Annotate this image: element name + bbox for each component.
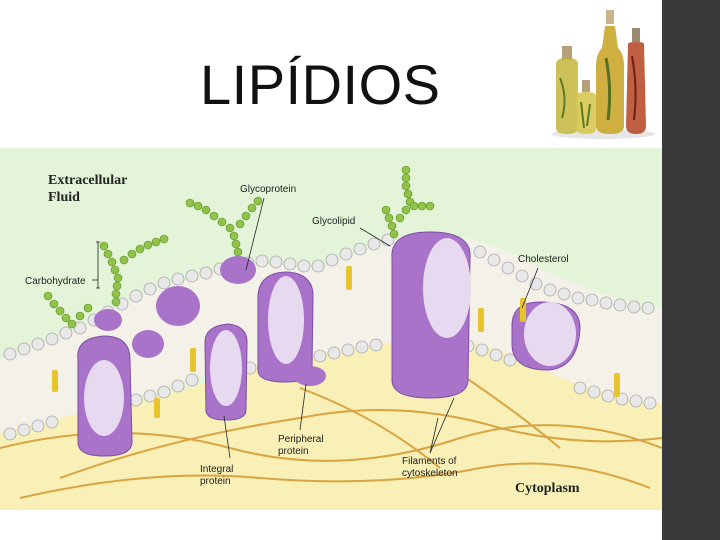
membrane-illustration (0, 148, 663, 510)
glycolipid-label: Glycolipid (312, 216, 356, 227)
outer-lipid-heads (3, 233, 655, 361)
leader-lines (92, 197, 539, 459)
cytoplasm-label: Cytoplasm (515, 481, 580, 496)
integral-protein-right (391, 231, 471, 399)
integral-protein-left (77, 335, 133, 457)
integral-protein-middle (204, 323, 248, 421)
integral-protein-center (257, 271, 314, 383)
cholesterol-label: Cholesterol (518, 254, 569, 265)
peripheral-proteins (94, 256, 440, 394)
cholesterol-molecules (52, 266, 620, 418)
lipid-tails (0, 235, 662, 433)
carbohydrate-chains (43, 165, 435, 329)
olive-oil-bottles-image (548, 8, 658, 140)
integral-protein-far-right (511, 301, 581, 371)
dark-sidebar (662, 0, 720, 540)
glycoprotein-label: Glycoprotein (240, 184, 297, 195)
carbohydrate-label: Carbohydrate (25, 276, 86, 287)
slide-title: LIPÍDIOS (200, 53, 441, 116)
